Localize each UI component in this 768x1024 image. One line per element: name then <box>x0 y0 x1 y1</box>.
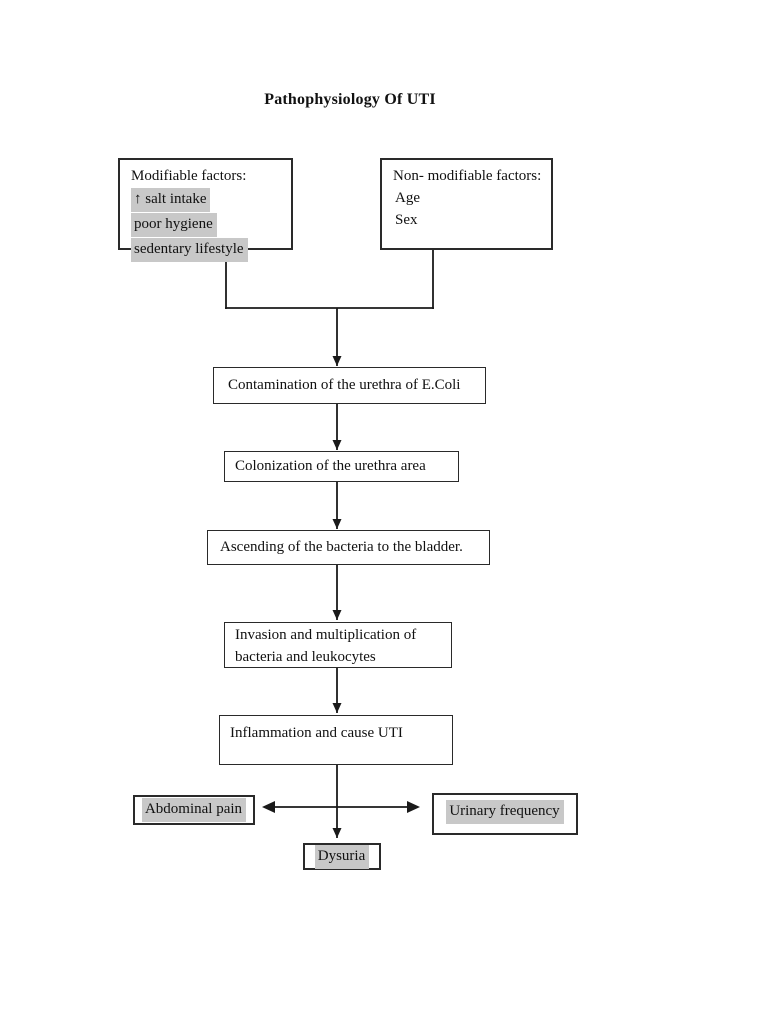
arrow-head-right <box>407 801 420 813</box>
flow-step-ascending: Ascending of the bacteria to the bladder… <box>207 530 490 565</box>
flow-step-colonization: Colonization of the urethra area <box>224 451 459 482</box>
flow-step-invasion: Invasion and multiplication of bacteria … <box>224 622 452 668</box>
diagram-title: Pathophysiology Of UTI <box>264 91 436 108</box>
flow-step-label: Contamination of the urethra of E.Coli <box>228 377 461 393</box>
non-modifiable-factors-box: Non- modifiable factors: Age Sex <box>380 158 553 250</box>
flow-step-label: Inflammation and cause UTI <box>230 725 403 741</box>
symptom-label: Dysuria <box>314 844 370 869</box>
factor-item-age: Age <box>395 190 420 206</box>
factor-item-sedentary-lifestyle: sedentary lifestyle <box>131 238 248 262</box>
modifiable-factors-heading: Modifiable factors: <box>131 168 247 184</box>
arrow-head-left <box>262 801 275 813</box>
symptom-box-abdominal-pain: Abdominal pain <box>133 795 255 825</box>
flow-step-label: Colonization of the urethra area <box>235 458 426 474</box>
non-modifiable-factors-heading: Non- modifiable factors: <box>393 168 542 184</box>
flow-step-inflammation: Inflammation and cause UTI <box>219 715 453 765</box>
flow-step-label: Invasion and multiplication of bacteria … <box>235 627 417 665</box>
factor-item-sex: Sex <box>395 212 418 228</box>
factor-item-poor-hygiene: poor hygiene <box>131 213 217 237</box>
symptom-box-dysuria: Dysuria <box>303 843 381 870</box>
modifiable-factors-box: Modifiable factors: ↑ salt intake poor h… <box>118 158 293 262</box>
factor-item-row: poor hygiene <box>131 213 285 237</box>
flow-step-contamination: Contamination of the urethra of E.Coli <box>213 367 486 404</box>
factor-item-row: ↑ salt intake <box>131 188 285 212</box>
symptom-box-urinary-frequency: Urinary frequency <box>432 793 578 835</box>
symptom-label: Abdominal pain <box>141 798 247 822</box>
factor-item-salt-intake: ↑ salt intake <box>131 188 211 212</box>
factor-item-row: sedentary lifestyle <box>131 238 285 262</box>
flow-step-label: Ascending of the bacteria to the bladder… <box>220 539 463 555</box>
symptom-label: Urinary frequency <box>446 800 564 824</box>
